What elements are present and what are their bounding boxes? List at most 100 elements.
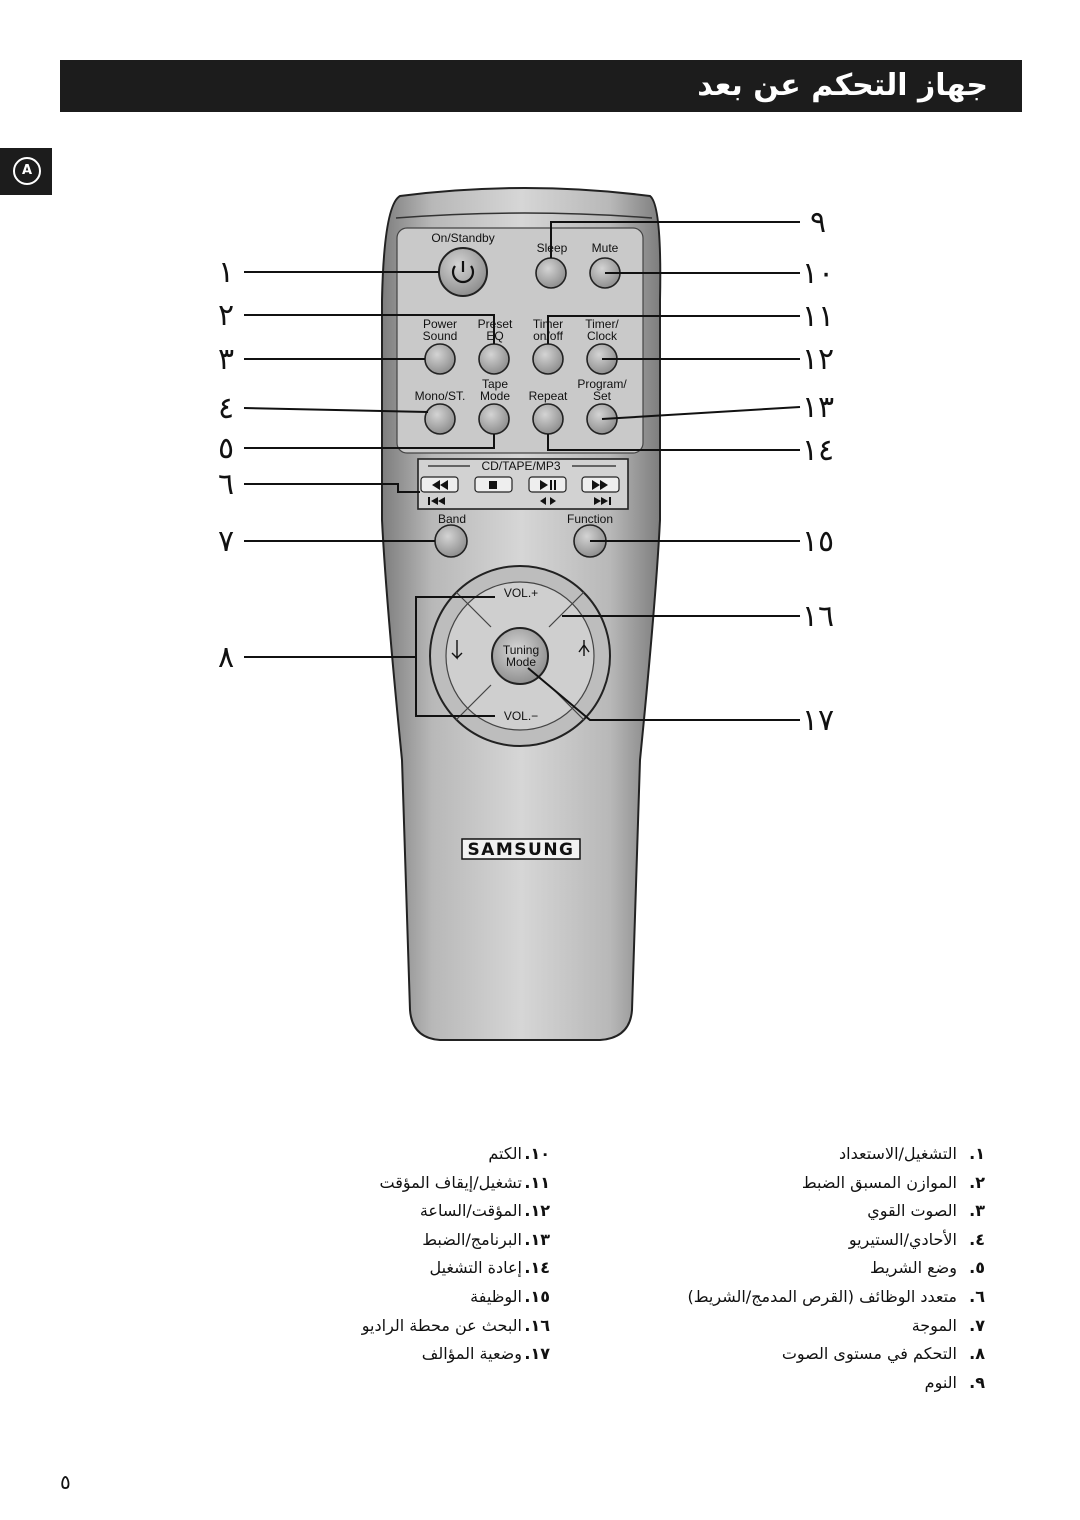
tape-mode-label-2: Mode [480, 389, 510, 403]
vol-plus-label: VOL.+ [504, 586, 538, 600]
legend-text: الموجة [911, 1315, 957, 1335]
legend-num: ١٦. [524, 1315, 550, 1335]
legend-item: ١٦.البحث عن محطة الراديو [210, 1312, 550, 1341]
callout-3: ٣ [218, 342, 234, 377]
power-sound-label-1: Power [423, 317, 457, 331]
title-bar: جهاز التحكم عن بعد [60, 60, 1022, 112]
legend-text: وضعية المؤالف [421, 1344, 522, 1364]
legend-item: ١٤.إعادة التشغيل [210, 1254, 550, 1283]
play-pause-button [528, 476, 567, 493]
legend-item: ١٠.الكتم [210, 1140, 550, 1169]
callout-12: ١٢ [802, 342, 834, 377]
tape-mode-label-1: Tape [482, 377, 508, 391]
repeat-button [532, 403, 564, 435]
legend-num: ٨. [969, 1344, 985, 1364]
callout-2: ٢ [218, 298, 234, 333]
legend-text: المؤقت/الساعة [419, 1201, 522, 1221]
legend-text: البحث عن محطة الراديو [361, 1315, 522, 1335]
legend-num: ١. [969, 1144, 985, 1163]
band-button [434, 524, 468, 558]
callout-16: ١٦ [802, 599, 834, 634]
tune-up-icon [578, 640, 590, 656]
legend-item: ٤.الأحادي/الستيريو [585, 1226, 985, 1255]
brand-logo-plate [461, 838, 581, 860]
program-set-label-2: Set [593, 389, 612, 403]
legend-text: التشغيل/الاستعداد [839, 1144, 957, 1163]
legend-num: ٣. [969, 1201, 985, 1221]
callout-7: ٧ [218, 524, 234, 559]
play-pause-icon [540, 480, 548, 490]
skip-forward-icon [594, 497, 601, 505]
tuning-label-1: Tuning [503, 643, 539, 657]
timer-onoff-button [532, 343, 564, 375]
legend-num: ١٢. [524, 1201, 550, 1221]
callout-4: ٤ [218, 391, 234, 426]
legend-item: ٣.الصوت القوي [585, 1197, 985, 1226]
repeat-label: Repeat [529, 389, 568, 403]
legend-right-column: ١. التشغيل/الاستعداد ٢. الموازن المسبق الض… [585, 1140, 986, 1398]
legend-item: ١. التشغيل/الاستعداد [585, 1140, 985, 1169]
preset-eq-label-1: Preset [478, 317, 513, 331]
tape-mode-button [478, 403, 510, 435]
legend-num: ١٤. [524, 1258, 550, 1278]
tune-down-icon [451, 640, 463, 660]
legend-num: ١١. [524, 1172, 550, 1192]
legend-num: ٧. [969, 1315, 985, 1335]
sleep-label: Sleep [537, 241, 568, 255]
mono-st-button [424, 403, 456, 435]
callouts-right: ٩ ١٠ ١١ ١٢ ١٣ ١٤ ١٥ ١٦ ١٧ [802, 205, 834, 738]
legend-item: ١٥.الوظيفة [210, 1283, 550, 1312]
legend-text: وضع الشريط [870, 1258, 957, 1278]
mute-label: Mute [592, 241, 619, 255]
callout-17: ١٧ [802, 703, 834, 738]
search-icon [540, 497, 546, 505]
legend-item: ٦. متعدد الوظائف (القرص المدمج/الشريط) [585, 1283, 986, 1312]
legend-text: البرنامج/الضبط [422, 1229, 522, 1249]
legend-num: ١٠. [524, 1144, 550, 1163]
callout-11: ١١ [802, 299, 834, 334]
legend-num: ٦. [969, 1286, 985, 1306]
legend-num: ٩. [969, 1372, 985, 1392]
legend-num: ١٧. [524, 1344, 550, 1364]
section-tab-label: A [13, 157, 41, 185]
callout-6: ٦ [218, 467, 234, 502]
section-tab: A [0, 148, 52, 195]
leader-lines-right [527, 221, 801, 721]
callout-15: ١٥ [802, 524, 834, 559]
legend-item: ٨.التحكم في مستوى الصوت [585, 1340, 985, 1369]
legend-left-column: ١٠.الكتم ١١.تشغيل/إيقاف المؤقت ١٢.المؤقت… [210, 1140, 550, 1369]
callout-13: ١٣ [802, 390, 834, 425]
callouts-left: ١ ٢ ٣ ٤ ٥ ٦ ٧ ٨ [218, 255, 234, 675]
timer-clock-label-2: Clock [587, 329, 618, 343]
band-label: Band [438, 512, 466, 526]
tuning-label-2: Mode [506, 655, 536, 669]
legend-item: ١٧.وضعية المؤالف [210, 1340, 550, 1369]
legend-text: تشغيل/إيقاف المؤقت [379, 1172, 522, 1192]
power-icon [451, 265, 475, 284]
legend-item: ٥. وضع الشريط [585, 1254, 985, 1283]
legend-item: ٩. النوم [585, 1369, 985, 1398]
legend-text: الموازن المسبق الضبط [801, 1172, 957, 1192]
callout-5: ٥ [218, 431, 234, 466]
legend-item: ١٣.البرنامج/الضبط [210, 1226, 550, 1255]
legend-item: ٢. الموازن المسبق الضبط [585, 1169, 985, 1198]
brand-logo: SAMSUNG [467, 840, 574, 860]
stop-icon [489, 481, 497, 489]
legend-num: ١٥. [524, 1286, 550, 1306]
legend-num: ٥. [969, 1258, 985, 1278]
preset-eq-button [478, 343, 510, 375]
callout-14: ١٤ [802, 433, 834, 468]
mono-st-label: Mono/ST. [415, 389, 466, 403]
cd-tape-mp3-label: CD/TAPE/MP3 [481, 459, 560, 473]
tuning-mode-button [491, 627, 549, 685]
legend-text: متعدد الوظائف (القرص المدمج/الشريط) [687, 1286, 958, 1306]
function-label: Function [567, 512, 613, 526]
legend-text: الكتم [488, 1144, 522, 1163]
legend-text: النوم [924, 1372, 957, 1392]
callout-10: ١٠ [802, 256, 834, 291]
legend-item: ١١.تشغيل/إيقاف المؤقت [210, 1169, 550, 1198]
legend-text: الوظيفة [470, 1286, 522, 1306]
legend-num: ٢. [969, 1172, 985, 1192]
rewind-icon [432, 480, 440, 490]
